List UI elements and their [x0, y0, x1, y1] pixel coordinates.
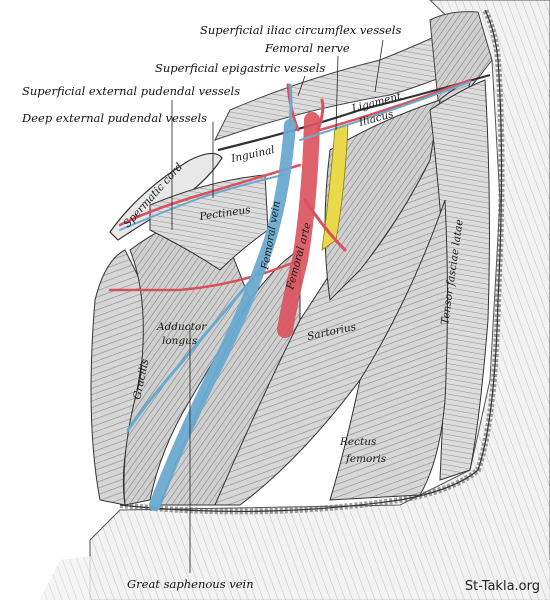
- femoral-nerve: [321, 123, 349, 251]
- label-adductor: Adductor: [156, 321, 207, 333]
- label-longus: longus: [162, 335, 198, 347]
- label-superficial-epigastric-vessels: Superficial epigastric vessels: [155, 61, 325, 75]
- label-deep-external-pudendal-vessels: Deep external pudendal vessels: [21, 111, 207, 125]
- label-inguinal: Inguinal: [229, 144, 276, 165]
- inguinal-ligament: [217, 73, 491, 152]
- label-rectus: Rectus: [339, 436, 377, 448]
- label-great-saphenous-vein: Great saphenous vein: [127, 577, 254, 591]
- spermatic-cord: [109, 152, 223, 241]
- label-superficial-iliac-circumflex-vessels: Superficial iliac circumflex vessels: [200, 23, 401, 37]
- label-femoral-nerve: Femoral nerve: [264, 41, 350, 55]
- leader-lines: [171, 39, 384, 573]
- label-femoris: femoris: [345, 453, 387, 465]
- watermark-text: St-Takla.org: [464, 579, 540, 594]
- label-superficial-external-pudendal-vessels: Superficial external pudendal vessels: [22, 84, 240, 98]
- abdominal-wall: [213, 11, 493, 141]
- femoral-vein: [119, 81, 471, 511]
